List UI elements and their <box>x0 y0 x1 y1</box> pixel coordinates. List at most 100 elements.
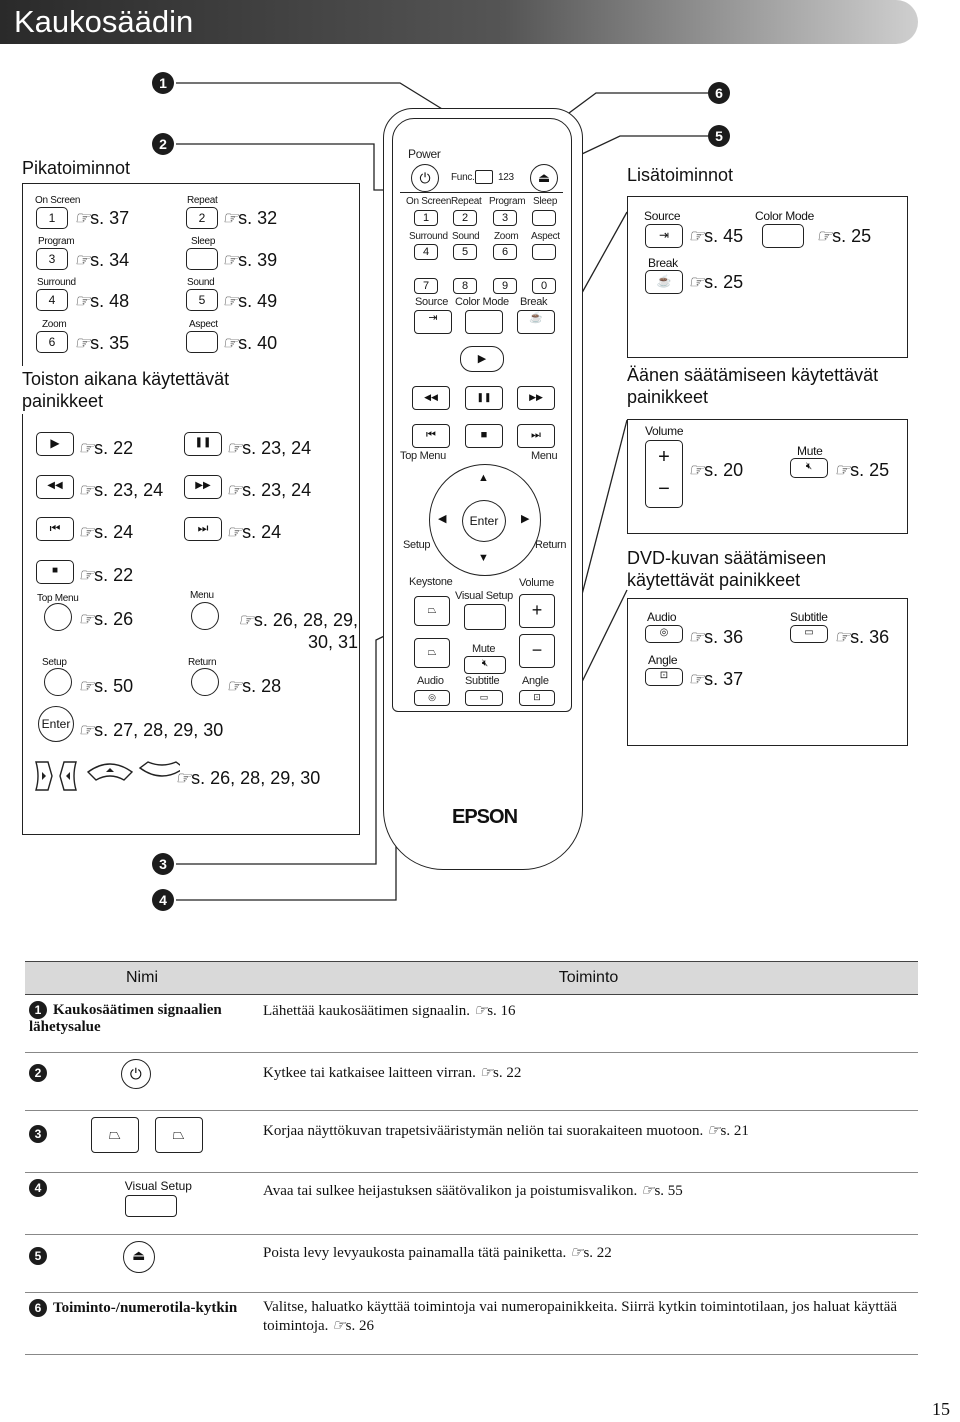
mute-button[interactable]: 🔇︎ <box>790 458 828 478</box>
r-break-button[interactable]: ☕ <box>517 310 555 334</box>
r-audio-button[interactable]: ◎ <box>414 690 450 706</box>
zoom-button[interactable]: 6 <box>36 331 68 353</box>
quick-ref-repeat: ☞s. 32 <box>222 208 278 228</box>
keystone-up-icon: ⏢ <box>90 1117 139 1153</box>
subtitle-button[interactable]: ▭ <box>790 625 828 643</box>
r-colormode-button[interactable] <box>465 310 503 334</box>
r-key-5[interactable]: 5 <box>453 244 477 260</box>
r-pause-button[interactable]: ❚❚ <box>465 386 503 410</box>
enter-button[interactable]: Enter <box>38 706 74 742</box>
play-button[interactable]: ▶ <box>36 432 74 456</box>
r-key-3[interactable]: 3 <box>493 210 517 226</box>
row4-name-cell: 4 Visual Setup <box>25 1172 259 1235</box>
table-row: 3 ⏢ ⏢ Korjaa näyttökuvan trapetsiväärist… <box>25 1110 918 1173</box>
r-key-aspect[interactable] <box>532 244 556 260</box>
r-source-button[interactable]: ⇥ <box>414 310 452 334</box>
r-prev-button[interactable]: ⏮ <box>412 424 450 448</box>
eject-button[interactable]: ⏏ <box>530 164 558 192</box>
audio-button[interactable]: ◎ <box>645 625 683 643</box>
r-key-4[interactable]: 4 <box>414 244 438 260</box>
r-angle-label: Angle <box>522 675 549 687</box>
program-button[interactable]: 3 <box>36 248 68 270</box>
onscreen-button[interactable]: 1 <box>36 207 68 229</box>
topmenu-button[interactable] <box>44 603 72 631</box>
r-key-2[interactable]: 2 <box>453 210 477 226</box>
r-dpad[interactable] <box>429 464 541 576</box>
repeat-button[interactable]: 2 <box>186 207 218 229</box>
r-right-arrow-icon: ▶ <box>521 513 530 525</box>
number-area <box>400 192 563 298</box>
r-angle-button[interactable]: ⊡ <box>519 690 555 706</box>
source-button[interactable]: ⇥ <box>645 224 683 248</box>
r-subtitle-button[interactable]: ▭ <box>465 690 503 706</box>
r-key-7[interactable]: 7 <box>414 278 438 294</box>
angle-button[interactable]: ⊡ <box>645 668 683 686</box>
r-keystone-up-button[interactable]: ⏢ <box>414 596 450 626</box>
setup-button[interactable] <box>44 668 72 696</box>
r-mute-button[interactable]: 🔇︎ <box>464 656 506 674</box>
r-visualsetup-button[interactable] <box>464 604 506 630</box>
r-return-label: Return <box>535 539 567 551</box>
quick-ref-surround: ☞s. 48 <box>74 291 130 311</box>
r-key-9[interactable]: 9 <box>493 278 517 294</box>
r-enter-button[interactable]: Enter <box>462 500 506 542</box>
menu-ref: ☞s. 26, 28, 29, 30, 31 <box>237 610 358 652</box>
play-title: Toiston aikana käytettävät painikkeet <box>20 366 284 414</box>
r-rewind-button[interactable]: ◀◀ <box>412 386 450 410</box>
aspect-button[interactable] <box>186 331 218 353</box>
next-button[interactable]: ⏭ <box>184 517 222 541</box>
pause-button[interactable]: ❚❚ <box>184 432 222 456</box>
r-key-0[interactable]: 0 <box>532 278 556 294</box>
func-num-switch[interactable] <box>475 170 493 184</box>
r-repeat-label: Repeat <box>451 196 482 207</box>
r-stop-button[interactable]: ■ <box>465 424 503 448</box>
callout-3: 3 <box>152 853 174 875</box>
quick-title: Pikatoiminnot <box>22 158 131 178</box>
subtitle-ref: ☞s. 36 <box>834 627 890 647</box>
break-button[interactable]: ☕ <box>645 270 683 294</box>
r-key-sleep[interactable] <box>532 210 556 226</box>
power-button[interactable]: ⏻ <box>411 164 439 192</box>
next-ref: ☞s. 24 <box>226 522 282 542</box>
table-row: 4 Visual Setup Avaa tai sulkee heijastuk… <box>25 1172 918 1235</box>
quick-ref-program: ☞s. 34 <box>74 250 130 270</box>
r-ff-button[interactable]: ▶▶ <box>517 386 555 410</box>
r-next-button[interactable]: ⏭ <box>517 424 555 448</box>
r-break-label: Break <box>520 296 548 308</box>
return-button[interactable] <box>191 668 219 696</box>
r-key-6[interactable]: 6 <box>493 244 517 260</box>
sleep-button[interactable] <box>186 248 218 270</box>
quick-ref-onscreen: ☞s. 37 <box>74 208 130 228</box>
r-volume-down-button[interactable]: − <box>519 634 555 668</box>
volume-buttons[interactable]: +− <box>645 440 683 508</box>
r-key-1[interactable]: 1 <box>414 210 438 226</box>
page-number: 15 <box>932 1399 950 1419</box>
fastforward-button[interactable]: ▶▶ <box>184 475 222 499</box>
menu-label: Menu <box>190 590 214 601</box>
callout-4: 4 <box>152 889 174 911</box>
callout-5: 5 <box>708 125 730 147</box>
visual-setup-icon <box>124 1195 177 1217</box>
quick-label-repeat: Repeat <box>187 195 218 206</box>
previous-button[interactable]: ⏮ <box>36 517 74 541</box>
stop-button[interactable]: ■ <box>36 560 74 584</box>
sound-button[interactable]: 5 <box>186 289 218 311</box>
r-volume-up-button[interactable]: + <box>519 594 555 628</box>
r-key-8[interactable]: 8 <box>453 278 477 294</box>
row3-desc: Korjaa näyttökuvan trapetsivääristymän n… <box>259 1110 918 1173</box>
colormode-button[interactable] <box>762 224 804 248</box>
volume-ref: ☞s. 20 <box>688 460 744 480</box>
arrow-keys-icon[interactable] <box>30 758 180 798</box>
row5-callout: 5 <box>29 1247 47 1266</box>
surround-button[interactable]: 4 <box>36 289 68 311</box>
r-keystone-down-button[interactable]: ⏢ <box>414 638 450 668</box>
audio-ref: ☞s. 36 <box>688 627 744 647</box>
r-setup-label: Setup <box>403 539 431 551</box>
r-play-button[interactable]: ▶ <box>460 346 504 372</box>
rewind-button[interactable]: ◀◀ <box>36 475 74 499</box>
pause-ref: ☞s. 23, 24 <box>226 438 312 458</box>
row1-desc: Lähettää kaukosäätimen signaalin. ☞s. 16 <box>259 994 918 1053</box>
r-onscreen-label: On Screen <box>406 196 452 207</box>
menu-button[interactable] <box>191 602 219 630</box>
